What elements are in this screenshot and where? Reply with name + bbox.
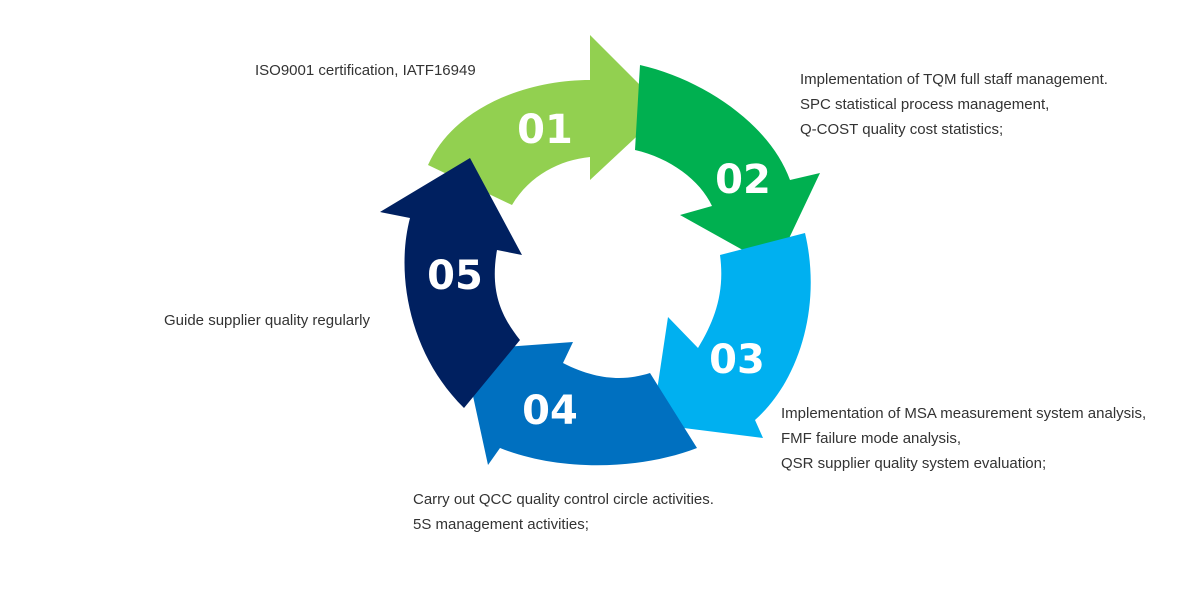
arrow-04	[463, 342, 697, 466]
segment-04: 04	[463, 342, 697, 466]
step-03-description: Implementation of MSA measurement system…	[781, 401, 1146, 476]
segment-05: 05	[380, 158, 522, 408]
step-05-line: Guide supplier quality regularly	[164, 312, 370, 329]
step-04-line: Carry out QCC quality control circle act…	[413, 491, 714, 508]
step-01-number: 01	[517, 107, 573, 153]
step-05-description: Guide supplier quality regularly	[164, 308, 370, 333]
step-02-line: Implementation of TQM full staff managem…	[800, 71, 1108, 88]
step-04-number: 04	[522, 388, 578, 434]
step-04-description: Carry out QCC quality control circle act…	[413, 487, 714, 537]
step-03-line: FMF failure mode analysis,	[781, 430, 962, 447]
arrow-05	[380, 158, 522, 408]
segment-03: 03	[652, 233, 811, 438]
step-01-line: ISO9001 certification, IATF16949	[255, 62, 476, 79]
arrow-02	[635, 65, 820, 268]
step-01-description: ISO9001 certification, IATF16949	[255, 58, 476, 83]
step-02-description: Implementation of TQM full staff managem…	[800, 67, 1108, 142]
arrow-03	[652, 233, 811, 438]
step-04-line: 5S management activities;	[413, 516, 589, 533]
step-02-line: Q-COST quality cost statistics;	[800, 121, 1004, 138]
step-03-line: QSR supplier quality system evaluation;	[781, 455, 1047, 472]
step-05-number: 05	[427, 253, 483, 299]
segment-01: 01	[428, 35, 665, 205]
step-02-number: 02	[715, 157, 771, 203]
segment-02: 02	[635, 65, 820, 268]
step-02-line: SPC statistical process management,	[800, 96, 1050, 113]
step-03-line: Implementation of MSA measurement system…	[781, 405, 1147, 422]
arrow-01	[428, 35, 665, 205]
step-03-number: 03	[709, 337, 765, 383]
